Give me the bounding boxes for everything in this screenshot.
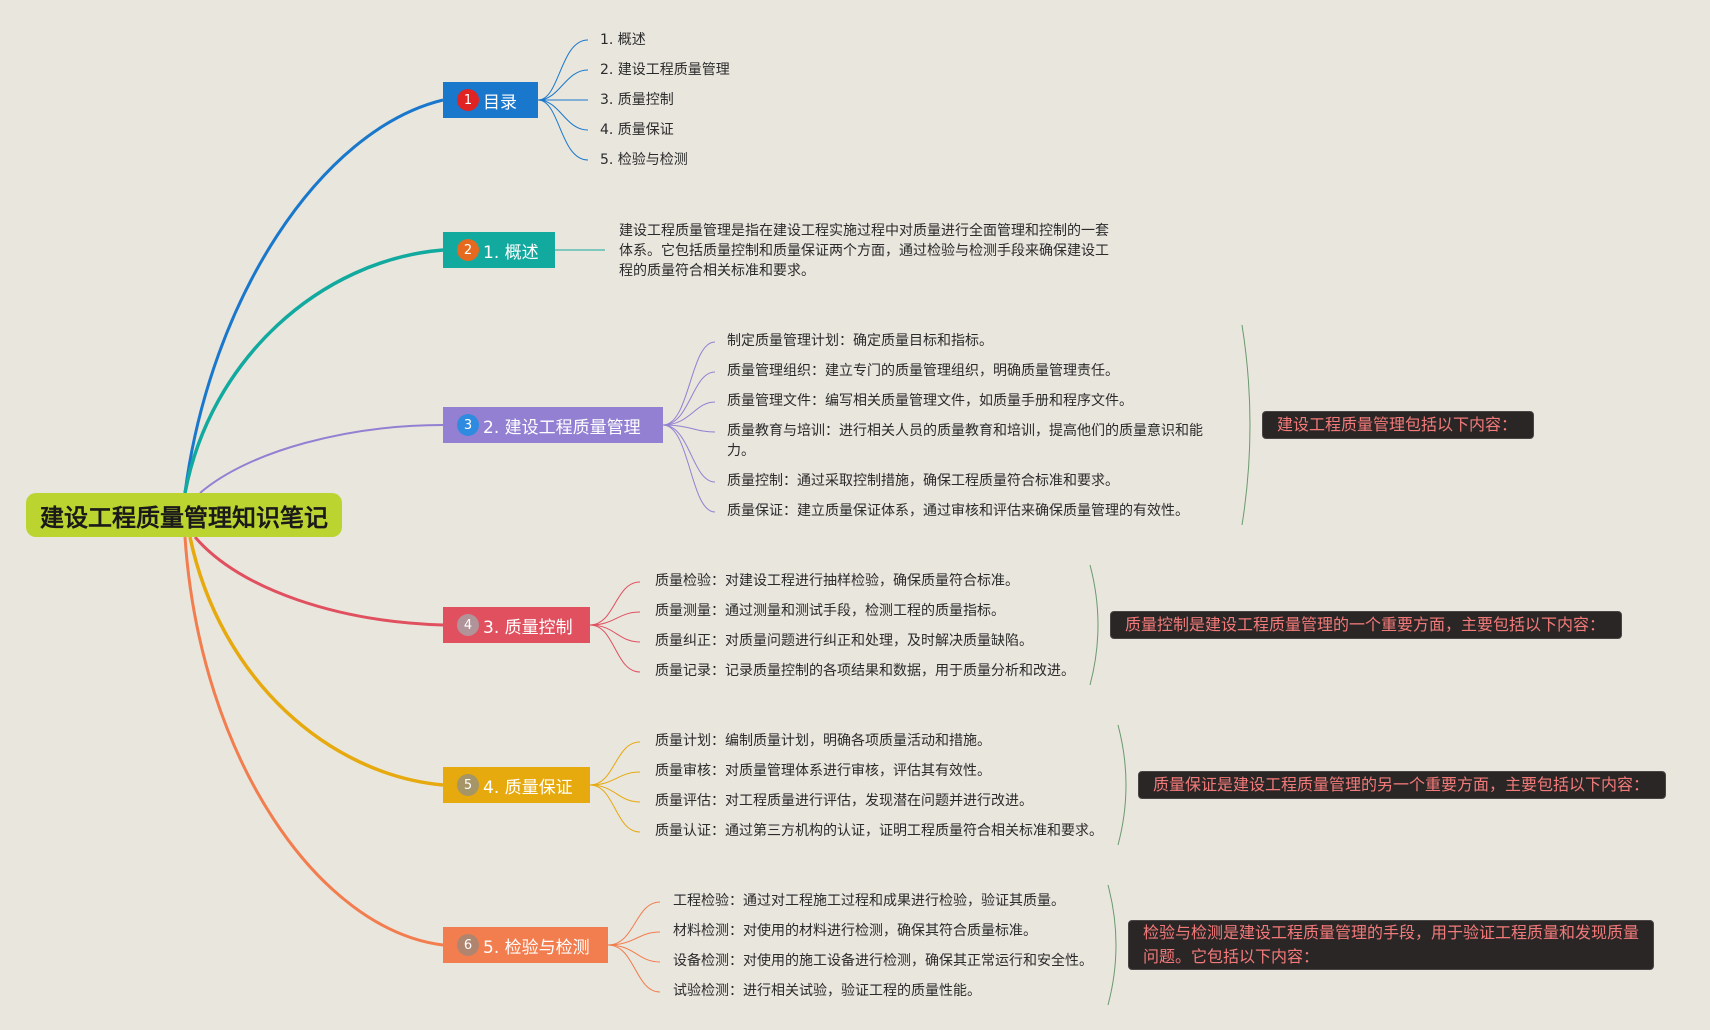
badge-icon: 6: [457, 934, 479, 956]
root-node[interactable]: 建设工程质量管理知识笔记: [26, 493, 342, 537]
inspection-leaf-links: [607, 901, 661, 993]
link-root-overview: [183, 248, 444, 494]
control-item-2[interactable]: 质量测量：通过测量和测试手段，检测工程的质量指标。: [655, 603, 1005, 619]
inspection-item-3[interactable]: 设备检测：对使用的施工设备进行检测，确保其正常运行和安全性。: [673, 953, 1093, 969]
badge-icon: 5: [457, 774, 479, 796]
branch-inspection-label: 5. 检验与检测: [483, 937, 590, 958]
branch-overview[interactable]: 2 1. 概述: [443, 232, 555, 268]
inspection-summary-brace: [1107, 884, 1117, 1006]
management-leaf-links: [662, 341, 716, 513]
link-root-control: [193, 536, 444, 627]
badge-icon: 4: [457, 614, 479, 636]
assurance-summary[interactable]: 质量保证是建设工程质量管理的另一个重要方面，主要包括以下内容：: [1138, 771, 1666, 799]
assurance-item-2[interactable]: 质量审核：对质量管理体系进行审核，评估其有效性。: [655, 763, 991, 779]
inspection-item-2[interactable]: 材料检测：对使用的材料进行检测，确保其符合质量标准。: [673, 923, 1037, 939]
branch-assurance[interactable]: 5 4. 质量保证: [443, 767, 590, 803]
management-item-5[interactable]: 质量控制：通过采取控制措施，确保工程质量符合标准和要求。: [727, 473, 1119, 489]
link-root-assurance: [188, 536, 444, 787]
toc-leaf-links: [537, 39, 589, 161]
link-root-inspection: [183, 536, 444, 947]
control-leaf-links: [589, 581, 641, 673]
control-summary-brace: [1089, 564, 1099, 686]
management-item-1[interactable]: 制定质量管理计划：确定质量目标和指标。: [727, 333, 993, 349]
assurance-summary-brace: [1117, 724, 1127, 846]
control-item-4[interactable]: 质量记录：记录质量控制的各项结果和数据，用于质量分析和改进。: [655, 663, 1075, 679]
toc-item-4[interactable]: 4. 质量保证: [600, 122, 674, 138]
link-root-management: [199, 424, 444, 494]
management-item-2[interactable]: 质量管理组织：建立专门的质量管理组织，明确质量管理责任。: [727, 363, 1119, 379]
badge-icon: 2: [457, 239, 479, 261]
assurance-item-4[interactable]: 质量认证：通过第三方机构的认证，证明工程质量符合相关标准和要求。: [655, 823, 1103, 839]
branch-management-label: 2. 建设工程质量管理: [483, 417, 641, 438]
branch-management[interactable]: 3 2. 建设工程质量管理: [443, 407, 663, 443]
assurance-item-3[interactable]: 质量评估：对工程质量进行评估，发现潜在问题并进行改进。: [655, 793, 1033, 809]
assurance-item-1[interactable]: 质量计划：编制质量计划，明确各项质量活动和措施。: [655, 733, 991, 749]
management-item-4[interactable]: 质量教育与培训：进行相关人员的质量教育和培训，提高他们的质量意识和能力。: [727, 423, 1203, 459]
management-item-6[interactable]: 质量保证：建立质量保证体系，通过审核和评估来确保质量管理的有效性。: [727, 503, 1189, 519]
badge-icon: 3: [457, 414, 479, 436]
branch-overview-label: 1. 概述: [483, 242, 539, 263]
branch-inspection[interactable]: 6 5. 检验与检测: [443, 927, 608, 963]
inspection-item-4[interactable]: 试验检测：进行相关试验，验证工程的质量性能。: [673, 983, 981, 999]
control-summary[interactable]: 质量控制是建设工程质量管理的一个重要方面，主要包括以下内容：: [1110, 611, 1622, 639]
root-title: 建设工程质量管理知识笔记: [40, 503, 328, 532]
branch-toc[interactable]: 1 目录: [443, 82, 538, 118]
branch-control[interactable]: 4 3. 质量控制: [443, 607, 590, 643]
management-item-3[interactable]: 质量管理文件：编写相关质量管理文件，如质量手册和程序文件。: [727, 393, 1133, 409]
branch-assurance-label: 4. 质量保证: [483, 777, 573, 798]
assurance-leaf-links: [589, 741, 641, 833]
inspection-summary[interactable]: 检验与检测是建设工程质量管理的手段，用于验证工程质量和发现质量问题。它包括以下内…: [1128, 920, 1654, 970]
toc-item-3[interactable]: 3. 质量控制: [600, 92, 674, 108]
management-summary[interactable]: 建设工程质量管理包括以下内容：: [1262, 411, 1534, 439]
control-item-1[interactable]: 质量检验：对建设工程进行抽样检验，确保质量符合标准。: [655, 573, 1019, 589]
toc-item-1[interactable]: 1. 概述: [600, 32, 646, 48]
overview-text: 建设工程质量管理是指在建设工程实施过程中对质量进行全面管理和控制的一套体系。它包…: [619, 223, 1109, 279]
branch-toc-label: 目录: [483, 92, 517, 113]
management-summary-brace: [1241, 324, 1251, 526]
control-item-3[interactable]: 质量纠正：对质量问题进行纠正和处理，及时解决质量缺陷。: [655, 633, 1033, 649]
toc-item-2[interactable]: 2. 建设工程质量管理: [600, 62, 730, 78]
badge-icon: 1: [457, 89, 479, 111]
link-root-toc: [183, 98, 444, 494]
branch-control-label: 3. 质量控制: [483, 617, 573, 638]
inspection-item-1[interactable]: 工程检验：通过对工程施工过程和成果进行检验，验证其质量。: [673, 893, 1065, 909]
toc-item-5[interactable]: 5. 检验与检测: [600, 152, 688, 168]
